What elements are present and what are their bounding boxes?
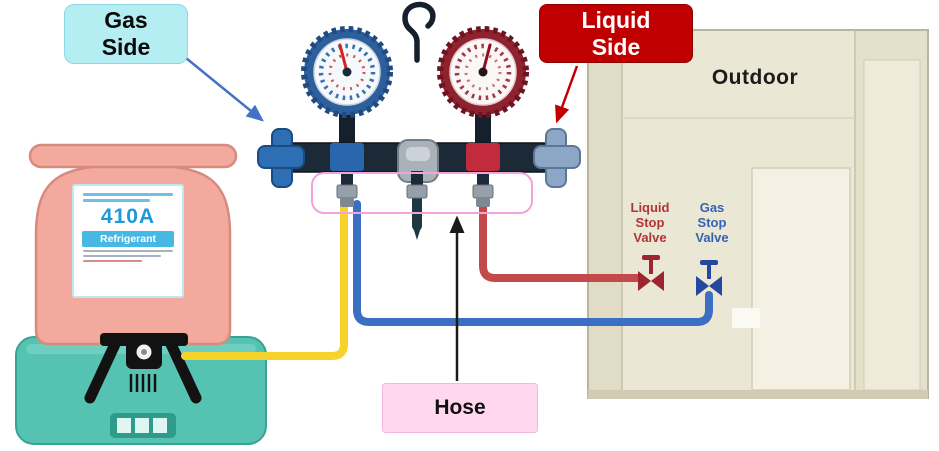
high-gauge-inner-scale (464, 53, 502, 91)
liquid-side-knob (533, 128, 581, 188)
tank-valve-grille (129, 374, 157, 392)
outdoor-unit (587, 29, 929, 399)
tank-label-fineprint (83, 199, 150, 202)
hose-callout-label: Hose (434, 396, 486, 419)
high-gauge-ticks (454, 43, 512, 101)
weighing-scale (15, 336, 267, 445)
liquid-stop-valve-label-line2: Stop (635, 215, 665, 230)
tank-valve-assembly (84, 333, 202, 404)
low-gauge-needle (338, 43, 349, 74)
stop-valves (638, 255, 722, 296)
low-gauge-ticks (318, 43, 376, 101)
gas-side-callout-line1: Gas (104, 7, 148, 33)
service-ports (336, 171, 494, 207)
gas-side-callout-line2: Side (101, 34, 151, 60)
scale-display-digit (135, 418, 149, 433)
low-gauge-rim (301, 26, 393, 118)
outdoor-unit-left-panel (589, 31, 622, 397)
liquid-side-hose (479, 200, 644, 282)
gas-stop-valve-label: Gas Stop Valve (684, 200, 740, 245)
center-service-hose-tip (412, 224, 422, 240)
tank-label-fineprint (83, 193, 173, 196)
gas-service-port (341, 171, 353, 185)
gas-port-crimp (340, 198, 354, 207)
liquid-side-callout-line2: Side (591, 33, 641, 60)
high-gauge-needle (481, 43, 492, 74)
center-knob (397, 139, 439, 183)
scale-display-digit (117, 418, 131, 433)
outdoor-unit-title: Outdoor (711, 66, 799, 89)
gas-stop-valve-icon (696, 260, 722, 296)
liquid-port-block (466, 143, 500, 171)
low-gauge-hub (342, 67, 352, 77)
high-pressure-gauge (437, 26, 529, 118)
hanger-hook-icon (402, 1, 436, 63)
center-service-port (411, 171, 423, 185)
outdoor-unit-highlight (732, 308, 760, 328)
outdoor-unit-side-door (863, 59, 921, 391)
liquid-port-crimp (476, 198, 490, 207)
hose-connection-highlight (311, 172, 533, 214)
liquid-port-nut (472, 184, 494, 199)
gas-side-arrow (185, 57, 264, 122)
gas-side-hose (353, 200, 713, 326)
gas-stop-valve-label-line2: Stop (697, 215, 727, 230)
liquid-stop-valve-label: Liquid Stop Valve (618, 200, 682, 245)
liquid-stop-valve-label-line1: Liquid (630, 200, 670, 215)
tank-label-fineprint (83, 255, 161, 257)
tank-charge-hose (181, 200, 348, 360)
hose-callout: Hose (382, 383, 538, 433)
outdoor-unit-base (588, 390, 928, 399)
liquid-side-arrow (555, 65, 579, 124)
tank-label-fineprint (83, 250, 173, 252)
gas-port-block (330, 143, 364, 171)
hoses (181, 191, 713, 360)
center-port-nut (406, 184, 428, 199)
tank-handle-left (84, 336, 122, 404)
scale-display-digit (153, 418, 167, 433)
tank-model: 410A (100, 205, 156, 228)
low-pressure-gauge (301, 26, 393, 118)
tank-label: 410A Refrigerant (72, 184, 184, 298)
tank-valve-port-center (141, 349, 147, 355)
tank-label-fineprint (83, 260, 143, 262)
gas-side-knob (257, 128, 305, 188)
gas-side-callout: Gas Side (64, 4, 188, 64)
tank-handle-right (164, 336, 202, 404)
gas-stop-valve-label-line3: Valve (695, 230, 729, 245)
liquid-stop-valve-icon (638, 255, 664, 291)
low-gauge-inner-scale (328, 53, 366, 91)
gas-stop-valve-label-line1: Gas (699, 200, 725, 215)
manifold-gauge-set (257, 1, 581, 214)
liquid-side-callout: Liquid Side (539, 4, 693, 63)
liquid-side-callout-line1: Liquid (581, 6, 651, 33)
gas-port-nut (336, 184, 358, 199)
high-gauge-rim (437, 26, 529, 118)
liquid-stop-valve-label-line3: Valve (633, 230, 667, 245)
callout-arrows (185, 57, 579, 381)
tank-type-band: Refrigerant (82, 231, 174, 247)
outdoor-unit-door-panel (751, 167, 851, 391)
liquid-service-port (477, 171, 489, 185)
tank-collar (28, 143, 238, 169)
high-gauge-hub (478, 67, 488, 77)
